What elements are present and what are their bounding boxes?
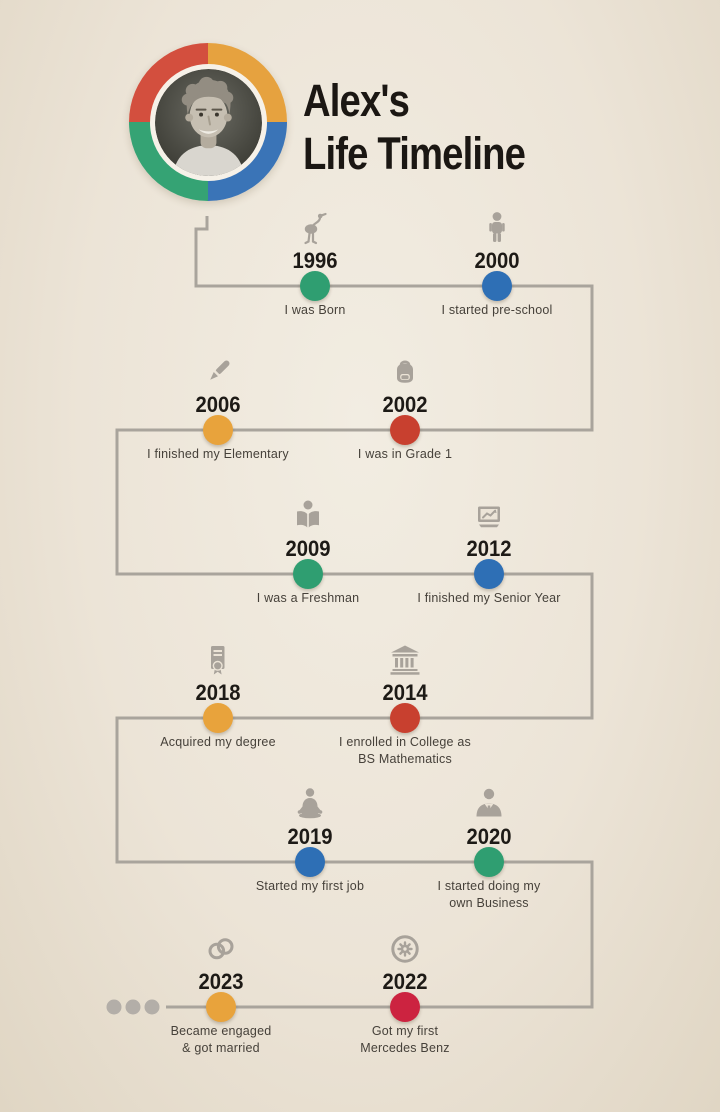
milestone-caption: I enrolled in College as BS Mathematics [339,735,471,766]
timeline-dot [300,271,330,301]
milestone-caption: I finished my Senior Year [417,591,561,605]
milestone-year: 2014 [382,680,428,705]
milestone-1996: 1996 I was Born [215,208,415,340]
milestone-caption: Got my first Mercedes Benz [360,1024,450,1055]
milestone-year: 1996 [292,248,338,273]
timeline-dot [390,415,420,445]
diploma-icon [118,640,318,680]
profile-ring [129,43,287,201]
stork-icon [215,208,415,248]
timeline-dot [474,847,504,877]
milestone-caption: I started pre-school [441,303,553,317]
title-line-1: Alex's [303,75,410,126]
milestone-caption: I started doing my own Business [437,879,541,910]
page-title: Alex's Life Timeline [303,74,526,180]
rings-icon [121,929,321,969]
milestone-2000: 2000 I started pre-school [397,208,597,340]
timeline-dot [203,703,233,733]
milestone-2023: 2023 Became engaged & got married [121,929,321,1061]
milestone-2019: 2019 Started my first job [210,784,410,916]
title-line-2: Life Timeline [303,128,526,179]
milestone-year: 2009 [285,536,331,561]
timeline-dot [293,559,323,589]
milestone-2018: 2018 Acquired my degree [118,640,318,772]
milestone-year: 2020 [466,824,512,849]
timeline-dot [482,271,512,301]
mercedes-icon [305,929,505,969]
college-icon [305,640,505,680]
milestone-year: 2006 [195,392,241,417]
milestone-2022: 2022 Got my first Mercedes Benz [305,929,505,1061]
milestone-year: 2022 [382,969,428,994]
profile-photo-frame [149,63,267,181]
milestone-caption: I was in Grade 1 [357,447,453,461]
pencil-icon [118,352,318,392]
chart-icon [389,496,589,536]
reading-icon [208,496,408,536]
timeline-dot [203,415,233,445]
backpack-icon [305,352,505,392]
milestone-caption: Acquired my degree [160,735,276,749]
milestone-year: 2023 [198,969,244,994]
toddler-icon [397,208,597,248]
timeline-dot [474,559,504,589]
timeline-ellipsis-dots [106,999,160,1015]
businessman-icon [389,784,589,824]
milestone-year: 2012 [466,536,512,561]
milestone-year: 2019 [287,824,333,849]
milestone-2006: 2006 I finished my Elementary [118,352,318,484]
milestone-caption: Became engaged & got married [170,1024,272,1055]
milestone-2009: 2009 I was a Freshman [208,496,408,628]
milestone-caption: I finished my Elementary [147,447,289,461]
milestone-year: 2000 [474,248,520,273]
profile-photo [154,68,262,176]
milestone-2020: 2020 I started doing my own Business [389,784,589,916]
milestone-caption: Started my first job [255,879,365,893]
milestone-year: 2002 [382,392,428,417]
milestone-caption: I was a Freshman [256,591,360,605]
milestone-2012: 2012 I finished my Senior Year [389,496,589,628]
milestone-2002: 2002 I was in Grade 1 [305,352,505,484]
milestone-2014: 2014 I enrolled in College as BS Mathema… [305,640,505,772]
timeline-dot [206,992,236,1022]
milestone-caption: I was Born [284,303,346,317]
timeline-dot [295,847,325,877]
milestone-year: 2018 [195,680,241,705]
timeline-dot [390,992,420,1022]
timeline-dot [390,703,420,733]
meditation-icon [210,784,410,824]
